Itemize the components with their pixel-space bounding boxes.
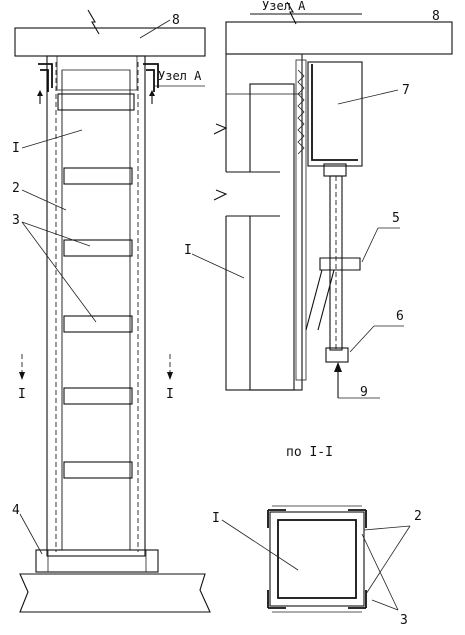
label-8-right: 8: [432, 9, 440, 24]
label-6: 6: [396, 309, 404, 324]
slab-break-mark: [87, 9, 100, 35]
node-column-hatch: [225, 53, 303, 391]
label-9: 9: [360, 385, 368, 400]
label-1-node: I: [184, 243, 192, 258]
section-outer: [269, 511, 365, 607]
section-i-i: по I-I I 2 3: [212, 445, 422, 628]
label-3-column: 3: [12, 213, 20, 228]
column-formwork: [46, 55, 146, 557]
top-bracket-right: [143, 63, 159, 92]
top-bracket-left: [38, 63, 53, 92]
label-1-column: I: [12, 141, 20, 156]
section-title: по I-I: [286, 445, 333, 460]
column-elevation: I I 8 Узел А I 2 3 4: [12, 9, 211, 613]
label-4-column: 4: [12, 503, 20, 518]
column-base: [35, 549, 159, 573]
label-7: 7: [402, 83, 410, 98]
slab-left: [14, 27, 206, 57]
column-top-core: [56, 55, 138, 91]
label-node-a-top: Узел А: [262, 0, 306, 13]
section-mark-right: I: [166, 387, 174, 402]
ground: [19, 573, 211, 613]
node-a-detail: Узел А 8 7 5 6: [184, 0, 453, 400]
jack-head: [307, 61, 363, 167]
section-mark-left: I: [18, 387, 26, 402]
section-core: [277, 519, 357, 599]
label-5: 5: [392, 211, 400, 226]
jack-bracket: [319, 257, 361, 271]
label-8-left: 8: [172, 13, 180, 28]
label-node-a-left: Узел А: [158, 69, 202, 83]
label-2-section: 2: [414, 509, 422, 524]
label-1-section: I: [212, 511, 220, 526]
clamps: [57, 93, 135, 479]
label-3-section: 3: [400, 613, 408, 628]
label-2-column: 2: [12, 181, 20, 196]
jack-nut: [325, 347, 349, 363]
slab-right: [225, 21, 453, 55]
